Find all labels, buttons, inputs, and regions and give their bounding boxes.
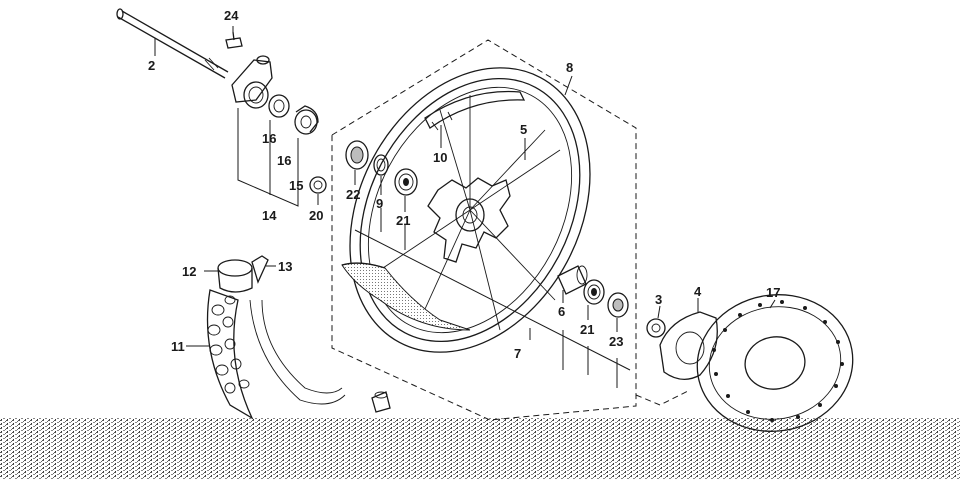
- bearing-21-upper-part: [394, 168, 418, 196]
- callout-14: 14: [262, 208, 277, 223]
- callout-2: 2: [148, 58, 155, 73]
- collar-part: [294, 105, 319, 135]
- spacer-9-part: [373, 154, 389, 176]
- side-collar-3-part: [646, 318, 666, 338]
- callout-7: 7: [514, 346, 521, 361]
- axle-part: [116, 8, 229, 79]
- dust-seal-part: [268, 94, 290, 118]
- callout-21-upper: 21: [396, 213, 410, 228]
- callout-15: 15: [289, 178, 303, 193]
- leader-lines: [154, 26, 776, 347]
- callout-8: 8: [566, 60, 573, 75]
- assembly-lines: [354, 208, 691, 406]
- callout-5: 5: [520, 122, 527, 137]
- disc-plate-4-part: [659, 311, 718, 380]
- ground-texture: [0, 418, 960, 479]
- rim-part: [349, 67, 591, 353]
- bearing-21-lower-part: [583, 279, 605, 305]
- spoke-set-part: [424, 90, 526, 131]
- nut-part: [309, 176, 327, 194]
- tire-11-part: [206, 289, 346, 420]
- callout-9: 9: [376, 196, 383, 211]
- wheel-assembly-boundary: [331, 39, 637, 421]
- dust-seal-22-part: [345, 140, 369, 170]
- callout-11: 11: [171, 339, 185, 354]
- callout-24: 24: [224, 8, 239, 23]
- callout-16-a: 16: [262, 131, 276, 146]
- callout-17: 17: [766, 285, 780, 300]
- callout-6: 6: [558, 304, 565, 319]
- callout-20: 20: [309, 208, 323, 223]
- hub-part: [427, 177, 511, 263]
- callout-13: 13: [278, 259, 292, 274]
- callout-23: 23: [609, 334, 623, 349]
- valve-13-part: [251, 255, 269, 284]
- callout-21-lower: 21: [580, 322, 594, 337]
- axle-holder-part: [231, 55, 273, 109]
- bracket-lead-14: [237, 108, 299, 207]
- tube-12-part: [217, 259, 253, 293]
- callout-4: 4: [694, 284, 702, 299]
- rim-band-part: [341, 262, 471, 331]
- rim-lock-part: [371, 391, 391, 413]
- callout-10: 10: [433, 150, 447, 165]
- brake-disc-17-part: [696, 294, 854, 432]
- callout-3: 3: [655, 292, 662, 307]
- bolt-part: [225, 31, 243, 49]
- dust-seal-23-part: [607, 292, 629, 318]
- callout-22: 22: [346, 187, 360, 202]
- callout-12: 12: [182, 264, 196, 279]
- callout-16-b: 16: [277, 153, 291, 168]
